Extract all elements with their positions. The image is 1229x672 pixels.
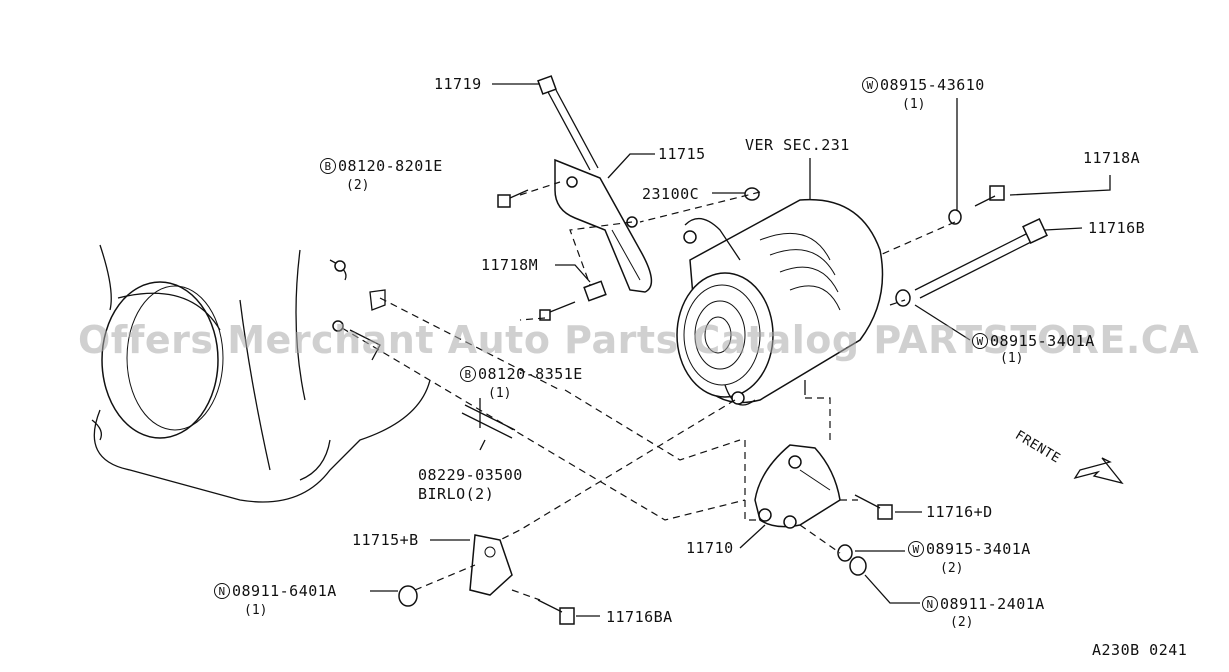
qty-08915-3401a-top: (1) (1000, 351, 1024, 366)
label-11716ba: 11716BA (606, 608, 673, 626)
fasteners (398, 185, 1005, 625)
engine-block (91, 244, 431, 503)
qty-08911-2401a: (2) (950, 615, 974, 630)
label-birlo: BIRLO(2) (418, 485, 495, 503)
label-11718m: 11718M (481, 256, 539, 274)
bolt-11719 (537, 75, 599, 171)
small-bracket (469, 534, 513, 596)
mounting-bracket (754, 444, 841, 529)
leader-lines (370, 83, 1111, 617)
front-arrow (1073, 457, 1124, 485)
ref-note: VER SEC.231 (745, 136, 850, 154)
qty-08120-8351e: (1) (488, 386, 512, 401)
assembly-lines (341, 181, 956, 601)
label-11718a: 11718A (1083, 149, 1141, 167)
diagram-code: A230B 0241 (1092, 641, 1188, 659)
label-23100c: 23100C (642, 185, 700, 203)
alternator (676, 198, 884, 406)
label-11716b: 11716B (1088, 219, 1146, 237)
washer-marker-icon: W (908, 541, 924, 557)
qty-08915-43610: (1) (902, 97, 926, 112)
bolt-11716b (914, 218, 1048, 299)
washer-marker-icon: W (862, 77, 878, 93)
qty-08915-3401a-bot: (2) (940, 561, 964, 576)
washer-marker-icon: W (972, 333, 988, 349)
label-11715: 11715 (658, 145, 706, 163)
bolt-marker-icon: B (460, 366, 476, 382)
watermark: Offers Merchant Auto Parts Catalog PARTS… (78, 318, 1200, 362)
label-11719: 11719 (434, 75, 482, 93)
engine-mount-ears (332, 260, 386, 361)
bolt-marker-icon: B (320, 158, 336, 174)
nut-marker-icon: N (214, 583, 230, 599)
label-11710: 11710 (686, 539, 734, 557)
nut-marker-icon: N (922, 596, 938, 612)
label-11715b: 11715+B (352, 531, 419, 549)
qty-08120-8201e: (2) (346, 178, 370, 193)
label-11716d: 11716+D (926, 503, 993, 521)
label-08229-03500: 08229-03500 (418, 466, 523, 484)
stud-08229 (461, 404, 516, 439)
qty-08911-6401a: (1) (244, 603, 268, 618)
